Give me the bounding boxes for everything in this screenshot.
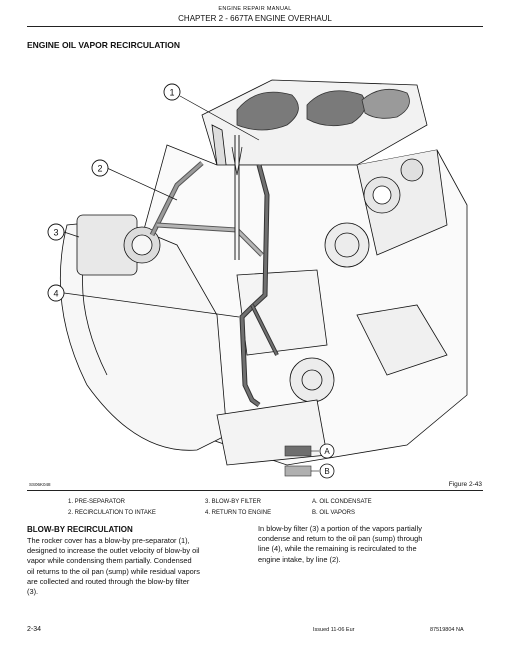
callout-3: 3: [47, 223, 65, 241]
text-line: The rocker cover has a blow-by pre-separ…: [27, 536, 190, 545]
manual-title: ENGINE REPAIR MANUAL: [218, 6, 292, 12]
text-line: line (4), while the remaining is recircu…: [258, 544, 417, 554]
legend-item: 2. RECIRCULATION TO INTAKE: [68, 510, 156, 516]
text-line: are collected and routed through the blo…: [27, 576, 190, 586]
legend-col-3: A. OIL CONDENSATE B. OIL VAPORS: [312, 497, 372, 519]
svg-text:A: A: [324, 447, 330, 456]
svg-text:B: B: [324, 467, 329, 476]
legend-item: A. OIL CONDENSATE: [312, 499, 372, 505]
paragraph-left: The rocker cover has a blow-by pre-separ…: [27, 536, 252, 597]
engine-illustration: 1 2 3 4 A B: [27, 55, 483, 485]
document-number: 87519804 NA: [430, 627, 464, 633]
chapter-title: CHAPTER 2 - 667TA ENGINE OVERHAUL: [178, 14, 332, 23]
figure-number: Figure 2-43: [448, 481, 482, 488]
section-title: ENGINE OIL VAPOR RECIRCULATION: [27, 40, 181, 50]
key-a-swatch: [284, 445, 312, 457]
key-a-label: A: [319, 443, 335, 459]
key-b-label: B: [319, 463, 335, 479]
callout-4: 4: [47, 284, 65, 302]
svg-text:1: 1: [169, 88, 174, 98]
legend-col-2: 3. BLOW-BY FILTER 4. RETURN TO ENGINE: [205, 497, 271, 519]
text-line: designed to increase the outlet velocity…: [27, 546, 200, 556]
callout-1: 1: [163, 83, 181, 101]
subsection-heading: BLOW-BY RECIRCULATION: [27, 525, 133, 534]
text-line: oil returns to the oil pan (sump) while …: [27, 566, 200, 576]
key-b-swatch: [284, 465, 312, 477]
svg-text:2: 2: [97, 164, 102, 174]
page-number: 2-34: [27, 626, 42, 633]
figure-divider: [27, 490, 483, 491]
svg-text:3: 3: [53, 228, 58, 238]
legend-item: 4. RETURN TO ENGINE: [205, 510, 272, 516]
figure-code: SS06K048: [29, 482, 51, 487]
legend-item: B. OIL VAPORS: [312, 510, 356, 516]
text-line: engine intake, by line (2).: [258, 554, 341, 564]
issue-info: Issued 11-06 Eur: [313, 627, 355, 633]
header-divider: [27, 26, 483, 27]
paragraph-right: In blow-by filter (3) a portion of the v…: [258, 524, 483, 565]
svg-text:4: 4: [53, 289, 58, 299]
text-line: (3).: [27, 587, 39, 597]
text-line: vapor while condensing them partially. C…: [27, 556, 192, 566]
legend-col-1: 1. PRE-SEPARATOR 2. RECIRCULATION TO INT…: [68, 497, 156, 519]
text-line: In blow-by filter (3) a portion of the v…: [258, 524, 422, 533]
text-line: condense and return to the oil pan (sump…: [258, 534, 423, 544]
callout-2: 2: [91, 159, 109, 177]
legend-item: 3. BLOW-BY FILTER: [205, 499, 262, 505]
legend-item: 1. PRE-SEPARATOR: [68, 499, 126, 505]
